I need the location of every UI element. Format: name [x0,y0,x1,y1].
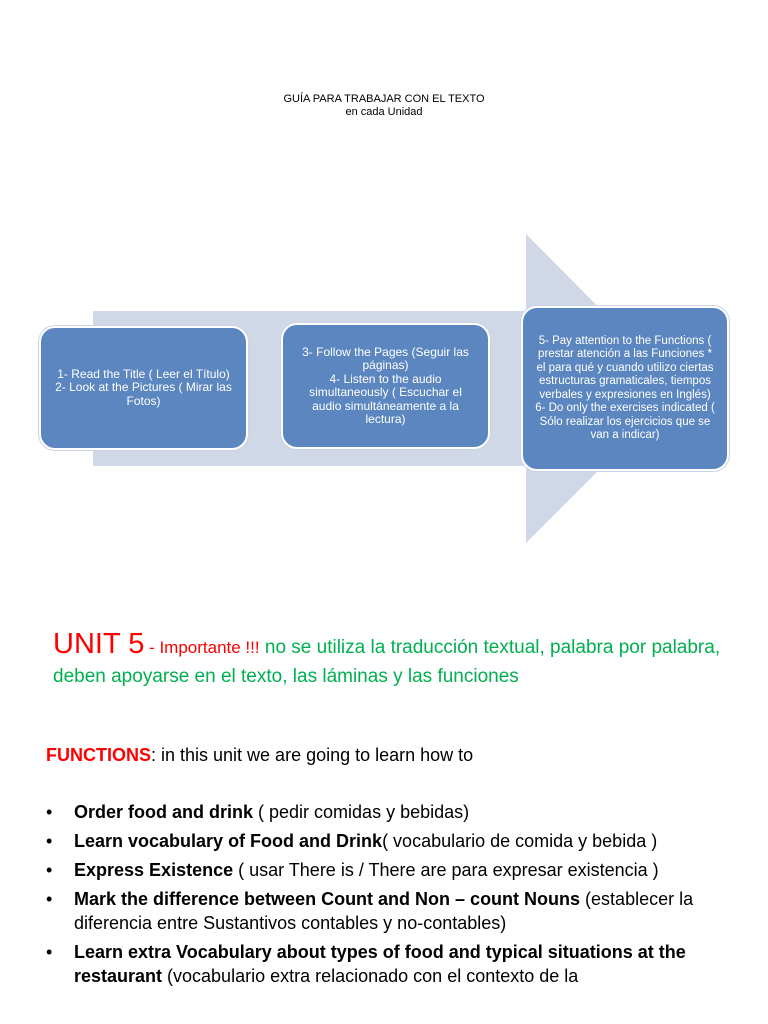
functions-label: FUNCTIONS [46,745,151,765]
function-item-title: Order food and drink [74,802,254,822]
step-box-3: 5- Pay attention to the Functions ( pres… [521,306,729,471]
title-line-1: GUÍA PARA TRABAJAR CON EL TEXTO [283,93,485,105]
function-item-title: Express Existence [74,860,234,880]
function-list: Order food and drink ( pedir comidas y b… [46,800,736,993]
important-label: Importante !!! [159,638,260,657]
list-item: Learn vocabulary of Food and Drink( voca… [46,829,736,853]
unit-label: UNIT 5 [53,628,145,660]
function-item-text: ( pedir comidas y bebidas) [253,802,470,822]
function-item-title: Learn vocabulary of Food and Drink [74,831,383,851]
step-2-line-2: 4- Listen to the audio simultaneously ( … [309,371,462,426]
list-item: Order food and drink ( pedir comidas y b… [46,800,736,824]
function-item-text: (establecer la diferencia entre Sustanti… [74,889,694,933]
function-item-title: Mark the difference between Count and No… [74,889,581,909]
list-item: Learn extra Vocabulary about types of fo… [46,940,736,988]
list-item: Mark the difference between Count and No… [46,887,736,935]
title-line-2: en cada Unidad [345,106,423,118]
function-item-text: ( vocabulario de comida y bebida ) [382,831,658,851]
unit-note: no se utiliza la traducción textual, pal… [53,637,721,687]
step-box-1: 1- Read the Title ( Leer el Título) 2- L… [39,326,248,450]
step-2-line-1: 3- Follow the Pages (Seguir las páginas) [302,344,469,372]
step-3-line-2: 6- Do only the exercises indicated ( Sól… [535,402,715,441]
function-item-title: Learn extra Vocabulary about types of fo… [74,942,686,986]
step-3-line-1: 5- Pay attention to the Functions ( pres… [536,334,714,401]
function-item-text: (vocabulario extra relacionado con el co… [162,966,579,986]
step-1-line-1: 1- Read the Title ( Leer el Título) [57,366,230,381]
step-1-line-2: 2- Look at the Pictures ( Mirar las Foto… [55,380,232,408]
step-box-2: 3- Follow the Pages (Seguir las páginas)… [281,323,490,449]
functions-intro-text: : in this unit we are going to learn how… [151,745,474,765]
unit-heading: UNIT 5 - Importante !!! no se utiliza la… [53,630,743,691]
document-title: GUÍA PARA TRABAJAR CON EL TEXTO en cada … [0,93,768,119]
function-item-text: ( usar There is / There are para expresa… [233,860,659,880]
list-item: Express Existence ( usar There is / Ther… [46,858,736,882]
unit-dash: - [144,638,160,657]
functions-intro: FUNCTIONS: in this unit we are going to … [46,744,473,766]
